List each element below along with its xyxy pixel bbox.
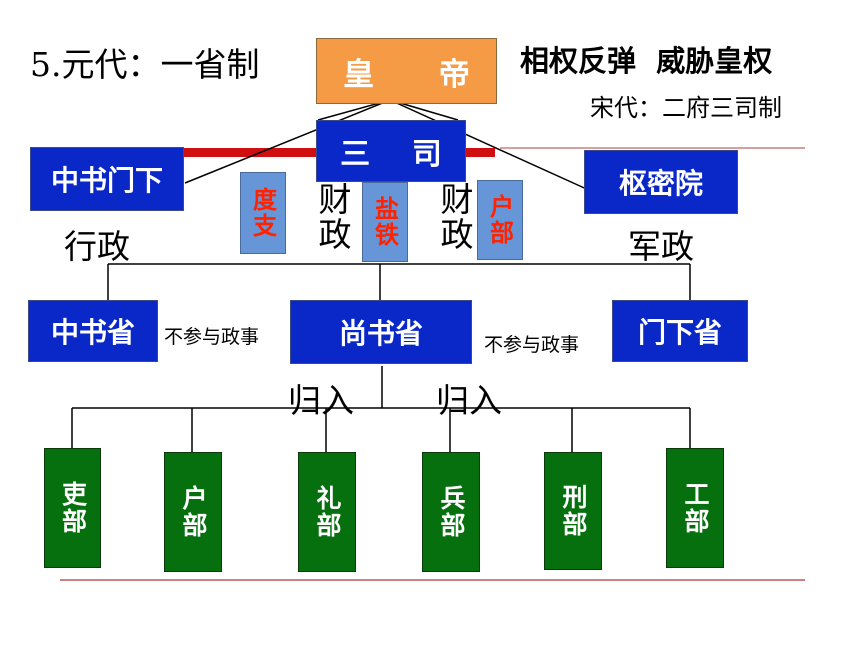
ministry-hu: 户部 [164,452,222,572]
shumiyuan-box: 枢密院 [584,150,738,214]
zhongshu-menxia-label: 中书门下 [50,164,163,197]
guiru-label-left: 归入 [288,381,354,420]
sansi-label: 三 司 [340,137,442,172]
menxia-province-box: 门下省 [612,300,748,362]
ministry-bing: 兵部 [422,452,480,572]
sub-office-yantie: 盐铁 [362,182,408,262]
shangshu-province-box: 尚书省 [290,300,472,364]
sub-office-duzhi: 度支 [240,172,286,254]
sub-office-hubu: 户部 [477,180,523,260]
junzheng-label: 军政 [628,227,694,266]
sansi-box: 三 司 [316,120,466,182]
shumiyuan-label: 枢密院 [618,167,703,200]
song-note: 宋代：二府三司制 [590,94,782,122]
caizheng-label-right: 财政 [435,182,474,252]
emperor-box: 皇 帝 [316,38,497,104]
subtitle-right: 相权反弹 威胁皇权 [520,44,773,78]
page-title: 5.元代：一省制 [30,45,260,84]
ministry-li: 吏部 [44,448,101,568]
ministry-xing: 刑部 [544,452,602,570]
caizheng-label-left: 财政 [313,182,352,252]
guiru-label-right: 归入 [436,381,502,420]
ministry-gong: 工部 [666,448,724,568]
emperor-label: 皇 帝 [343,56,470,93]
not-participate-right: 不参与政事 [484,334,580,356]
zhongshu-province-box: 中书省 [28,300,158,362]
zhongshu-menxia-box: 中书门下 [30,147,184,211]
not-participate-left: 不参与政事 [164,326,260,348]
xingzheng-label: 行政 [64,227,130,266]
ministry-lii: 礼部 [298,452,356,572]
